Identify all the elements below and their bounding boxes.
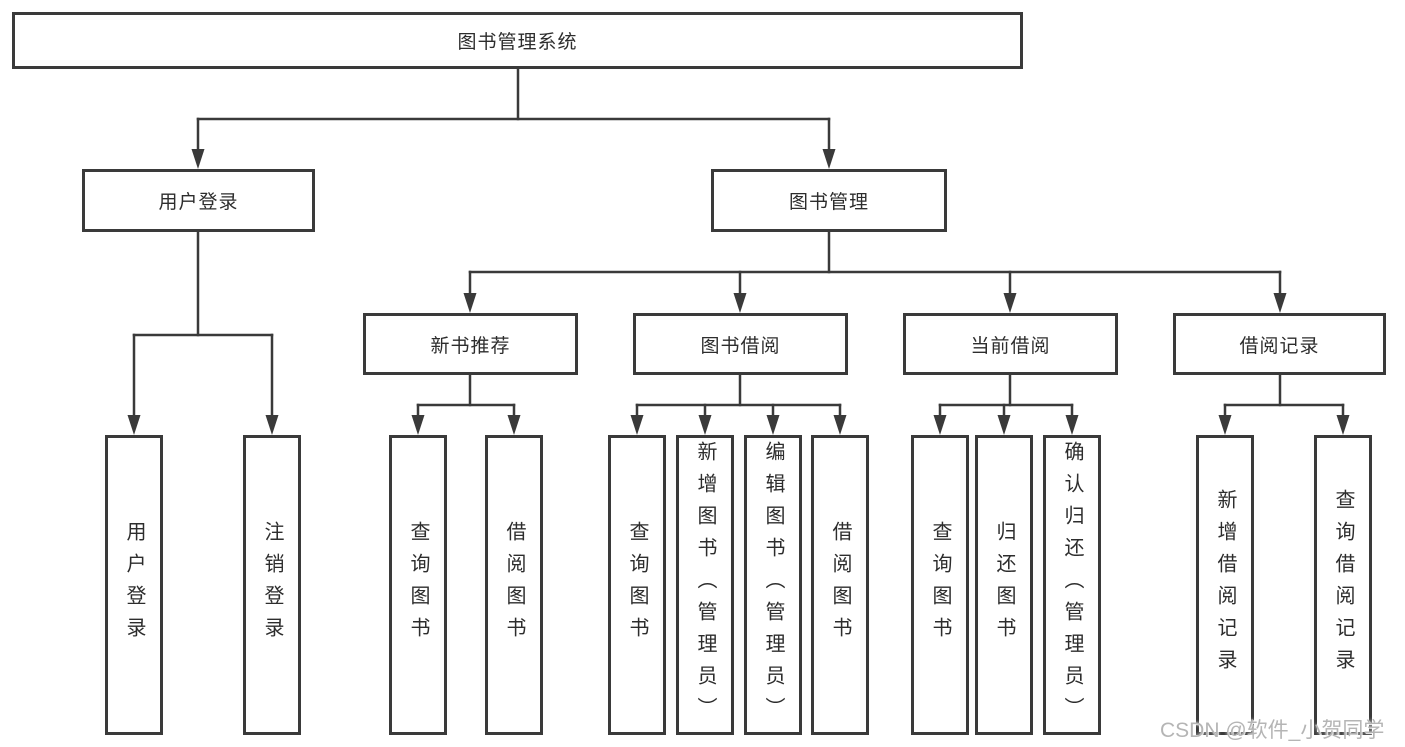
node-book-management: 图书管理 (711, 169, 947, 232)
node-root-label: 图书管理系统 (457, 32, 578, 53)
node-leaf-borrow-books-recommend-label: 借阅图书 (503, 521, 525, 649)
node-leaf-confirm-return-admin: 确认归还（管理员） (1043, 435, 1101, 735)
node-book-borrow-label: 图书借阅 (700, 335, 781, 357)
node-leaf-query-books-current-label: 查询图书 (929, 521, 951, 649)
node-leaf-query-borrow-record-label: 查询借阅记录 (1332, 489, 1354, 681)
node-leaf-query-books-borrow: 查询图书 (608, 435, 666, 735)
node-book-management-label: 图书管理 (788, 192, 869, 213)
node-leaf-edit-books-admin: 编辑图书（管理员） (744, 435, 802, 735)
node-book-borrow: 图书借阅 (633, 313, 848, 375)
node-root: 图书管理系统 (12, 12, 1023, 69)
node-user-login: 用户登录 (82, 169, 315, 232)
csdn-watermark: CSDN @软件_小贺同学 (1160, 719, 1385, 742)
node-leaf-edit-books-admin-label: 编辑图书（管理员） (762, 441, 784, 729)
node-leaf-confirm-return-admin-label: 确认归还（管理员） (1061, 441, 1083, 729)
node-leaf-query-books-current: 查询图书 (911, 435, 969, 735)
node-new-book-recommend: 新书推荐 (363, 313, 578, 375)
node-leaf-add-books-admin: 新增图书（管理员） (676, 435, 734, 735)
node-current-borrow: 当前借阅 (903, 313, 1118, 375)
node-leaf-borrow-books: 借阅图书 (811, 435, 869, 735)
node-borrow-record-label: 借阅记录 (1239, 335, 1320, 357)
node-leaf-borrow-books-label: 借阅图书 (829, 521, 851, 649)
node-current-borrow-label: 当前借阅 (970, 335, 1051, 357)
node-leaf-query-books-recommend: 查询图书 (389, 435, 447, 735)
node-leaf-logout: 注销登录 (243, 435, 301, 735)
node-leaf-user-login: 用户登录 (105, 435, 163, 735)
node-leaf-query-books-recommend-label: 查询图书 (407, 521, 429, 649)
node-leaf-add-books-admin-label: 新增图书（管理员） (694, 441, 716, 729)
node-leaf-user-login-label: 用户登录 (123, 521, 145, 649)
node-leaf-return-books-label: 归还图书 (993, 521, 1015, 649)
node-leaf-query-borrow-record: 查询借阅记录 (1314, 435, 1372, 735)
node-borrow-record: 借阅记录 (1173, 313, 1386, 375)
node-leaf-borrow-books-recommend: 借阅图书 (485, 435, 543, 735)
node-leaf-add-borrow-record: 新增借阅记录 (1196, 435, 1254, 735)
node-leaf-logout-label: 注销登录 (261, 521, 283, 649)
node-leaf-add-borrow-record-label: 新增借阅记录 (1214, 489, 1236, 681)
node-leaf-return-books: 归还图书 (975, 435, 1033, 735)
node-leaf-query-books-borrow-label: 查询图书 (626, 521, 648, 649)
node-new-book-recommend-label: 新书推荐 (430, 335, 511, 357)
node-user-login-label: 用户登录 (158, 192, 239, 213)
